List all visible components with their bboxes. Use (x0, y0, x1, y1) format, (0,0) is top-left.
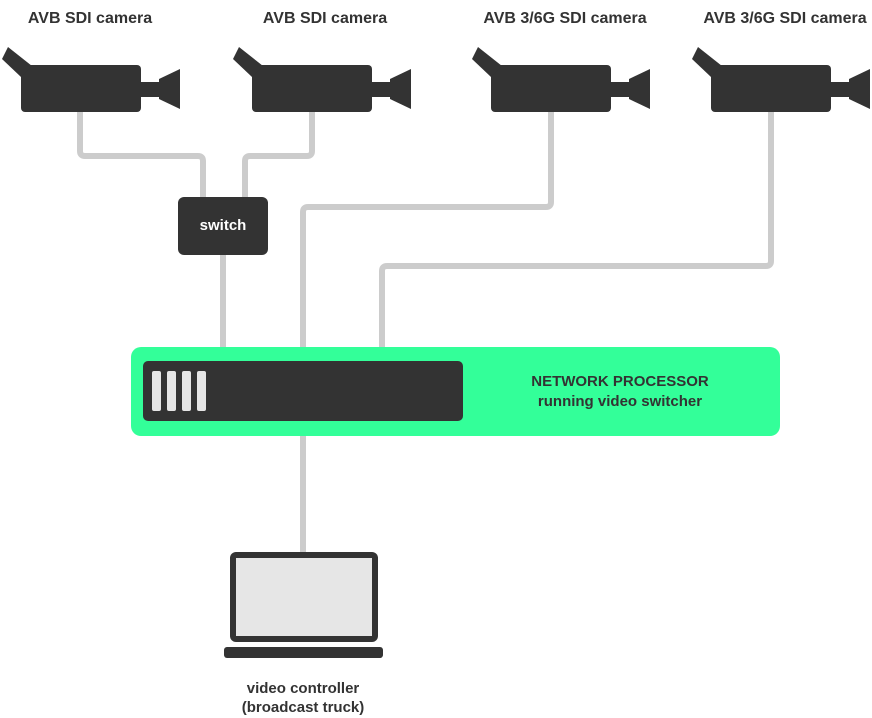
camera-2 (233, 47, 411, 112)
video-camera-icon (2, 47, 180, 112)
camera-1 (2, 47, 180, 112)
port-icon (167, 371, 176, 411)
port-icon (152, 371, 161, 411)
video-camera-icon (692, 47, 870, 112)
processor-ports (152, 371, 206, 411)
camera-label-4: AVB 3/6G SDI camera (703, 10, 867, 27)
laptop-base (224, 647, 383, 658)
camera-4 (692, 47, 870, 112)
laptop-icon (224, 552, 383, 658)
network-processor-subtitle: running video switcher (537, 393, 703, 410)
cable-camera2-switch (242, 112, 315, 199)
cable-camera4-processor (379, 112, 774, 362)
camera-label-1: AVB SDI camera (27, 10, 153, 27)
controller-label-line2: (broadcast truck) (241, 699, 365, 716)
video-camera-icon (472, 47, 650, 112)
cables (77, 112, 774, 556)
port-icon (182, 371, 191, 411)
processor-unit (143, 361, 463, 421)
cable-camera1-switch (77, 112, 206, 199)
network-processor-title: NETWORK PROCESSOR (531, 373, 709, 390)
switch-box (178, 197, 268, 255)
video-camera-icon (233, 47, 411, 112)
port-icon (197, 371, 206, 411)
switch-label: switch (199, 217, 247, 234)
camera-label-2: AVB SDI camera (262, 10, 388, 27)
cable-camera3-processor (300, 112, 554, 362)
camera-label-3: AVB 3/6G SDI camera (483, 10, 647, 27)
camera-3 (472, 47, 650, 112)
controller-label-line1: video controller (246, 680, 360, 697)
